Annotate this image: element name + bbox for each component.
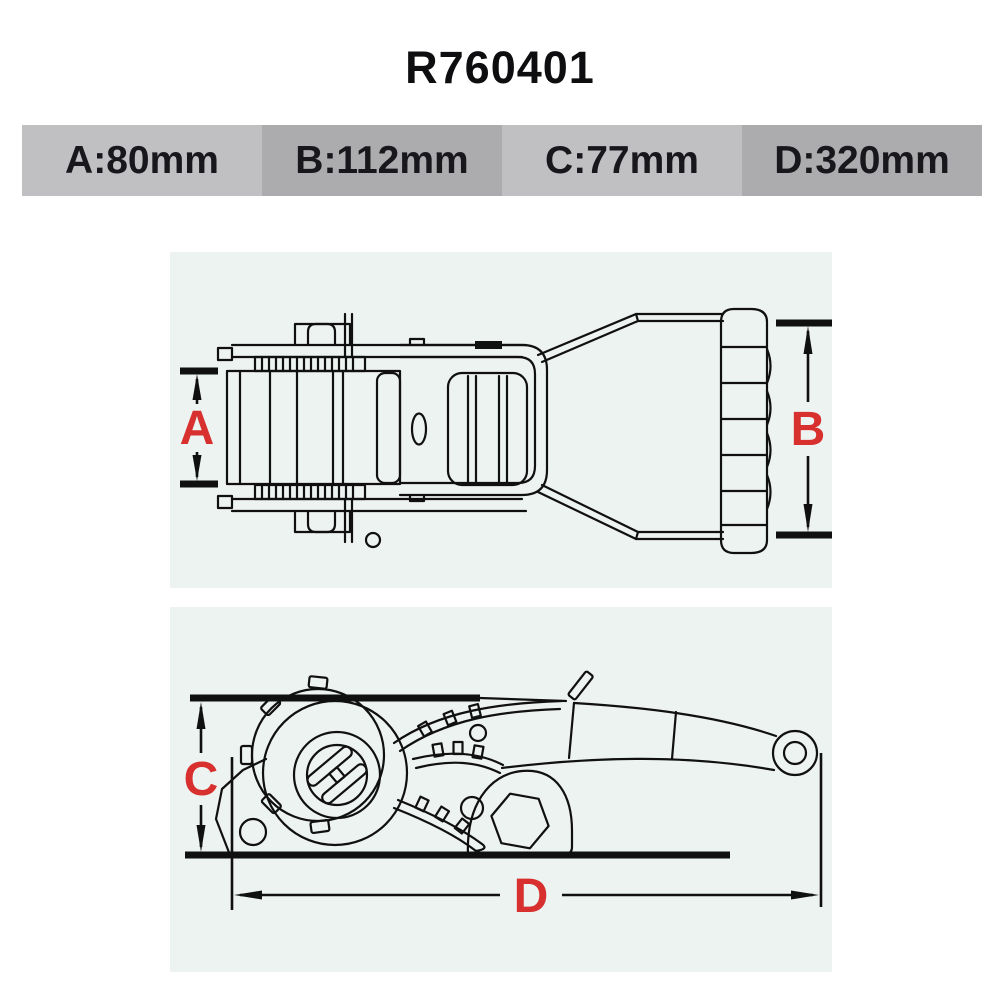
page-title: R760401 — [405, 42, 595, 93]
dim-label-b: B — [791, 403, 826, 456]
webbing-slot — [446, 371, 529, 487]
ratchet-rack-middle — [411, 740, 505, 775]
plate-boss — [466, 769, 574, 857]
arrow-up-icon — [196, 702, 206, 729]
ratchet-rack-bottom — [392, 795, 486, 853]
top-view-panel: A — [170, 252, 832, 588]
comb-hatch-top — [253, 355, 367, 373]
handle-grip — [536, 307, 772, 555]
dimension-d: D — [230, 753, 823, 923]
dimension-a: A — [180, 367, 218, 488]
release-lever — [567, 670, 594, 701]
plate-left-edge — [214, 757, 268, 857]
arrow-right-icon — [791, 890, 819, 900]
handle-end-hole — [782, 740, 808, 766]
rivet-hole — [468, 723, 488, 743]
rivet-hole — [238, 817, 268, 847]
arrow-up-icon — [803, 326, 813, 354]
dim-label-c: C — [184, 753, 219, 806]
arrow-down-icon — [192, 455, 202, 481]
ratchet-gear — [214, 675, 574, 857]
handle-arm — [478, 670, 819, 777]
side-view-drawing: C — [184, 670, 823, 923]
spindle-h-bar — [306, 745, 368, 805]
frame-oval-slot — [410, 412, 428, 446]
dimension-cell-b: B:112mm — [262, 125, 502, 196]
dim-label-d: D — [514, 870, 549, 923]
dimension-cell-c: C:77mm — [502, 125, 742, 196]
arrow-down-icon — [803, 504, 813, 532]
dimension-b: B — [776, 319, 832, 539]
ratchet-rack-top — [392, 699, 564, 753]
arrow-up-icon — [192, 374, 202, 400]
hexagon-hole — [490, 792, 550, 850]
arrow-left-icon — [234, 890, 262, 900]
handle-end-ring — [771, 729, 819, 777]
arrow-down-icon — [196, 825, 206, 852]
top-view-drawing: A — [180, 307, 832, 555]
dimension-cell-a: A:80mm — [22, 125, 262, 196]
side-view-panel: C — [170, 607, 832, 972]
dimension-c: C — [184, 702, 219, 852]
dimensions-table: A:80mm B:112mm C:77mm D:320mm — [22, 125, 982, 196]
dim-label-a: A — [180, 402, 215, 455]
comb-hatch-bottom — [253, 483, 367, 501]
buckle-frame — [398, 337, 549, 503]
dimension-cell-d: D:320mm — [742, 125, 982, 196]
